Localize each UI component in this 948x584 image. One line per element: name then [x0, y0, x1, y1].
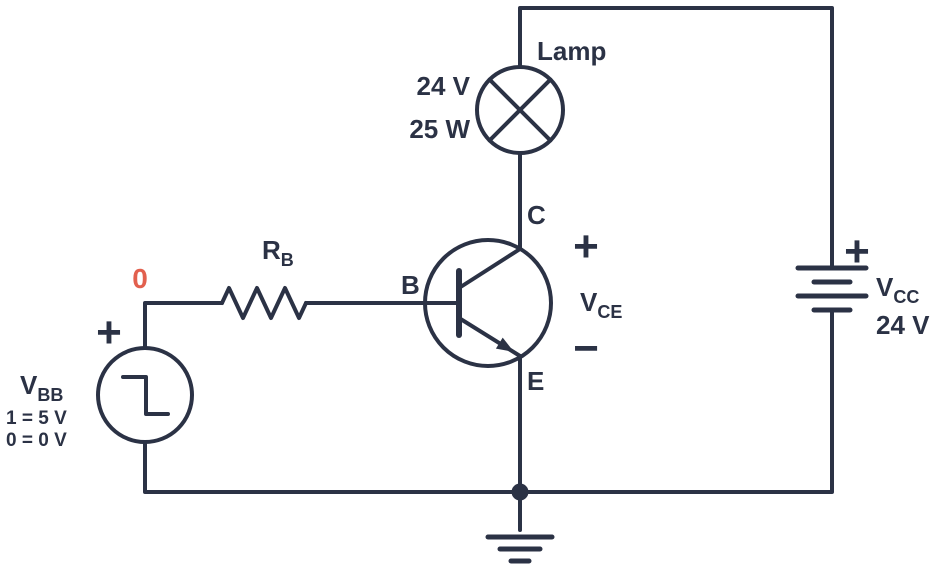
lamp-power-label: 25 W: [409, 114, 470, 144]
resistor-symbol: [220, 286, 308, 320]
vce-minus-sign: −: [573, 324, 599, 373]
vce-plus-sign: +: [573, 222, 599, 271]
vbb-subscript: BB: [37, 385, 63, 405]
pulse-step-waveform: [121, 375, 170, 416]
vbb-low-level-label: 0 = 0 V: [6, 430, 67, 451]
transistor-collector-lead: [457, 247, 522, 290]
battery-symbol: [795, 265, 869, 313]
vbb-label: VBB: [20, 370, 63, 405]
vcc-symbol-text: V: [876, 272, 894, 302]
wires: [143, 6, 834, 494]
pulse-source-symbol: [96, 346, 194, 444]
vcc-subscript: CC: [893, 287, 919, 307]
vce-label: VCE: [580, 287, 622, 322]
transistor-circle: [423, 238, 553, 368]
emitter-label: E: [527, 366, 544, 396]
vcc-value-label: 24 V: [876, 310, 930, 340]
vbb-symbol-text: V: [20, 370, 38, 400]
collector-label: C: [527, 200, 546, 230]
resistor-label: RB: [262, 235, 294, 270]
resistor-subscript: B: [281, 250, 294, 270]
lamp-cross: [487, 77, 553, 143]
resistor-symbol-text: R: [262, 235, 281, 265]
input-state-label: 0: [132, 263, 148, 294]
transistor-emitter-arrow: [495, 337, 514, 352]
wire-bottom-rail: [143, 308, 834, 494]
vcc-label: VCC: [876, 272, 919, 307]
wire-vbb-to-resistor: [143, 301, 224, 350]
transistor-symbol: [423, 238, 553, 368]
pulse-source-circle: [96, 346, 194, 444]
vce-subscript: CE: [597, 302, 622, 322]
ground-symbol: [485, 490, 555, 564]
lamp-symbol: [475, 65, 565, 155]
lamp-voltage-label: 24 V: [417, 71, 471, 101]
lamp-label: Lamp: [537, 36, 606, 66]
vbb-plus-sign: +: [96, 308, 122, 357]
vcc-plus-sign: +: [844, 227, 870, 276]
vbb-high-level-label: 1 = 5 V: [6, 408, 67, 429]
vce-symbol-text: V: [580, 287, 598, 317]
wire-lamp-to-battery-top: [518, 6, 834, 270]
lamp-circle: [475, 65, 565, 155]
base-label: B: [401, 270, 420, 300]
